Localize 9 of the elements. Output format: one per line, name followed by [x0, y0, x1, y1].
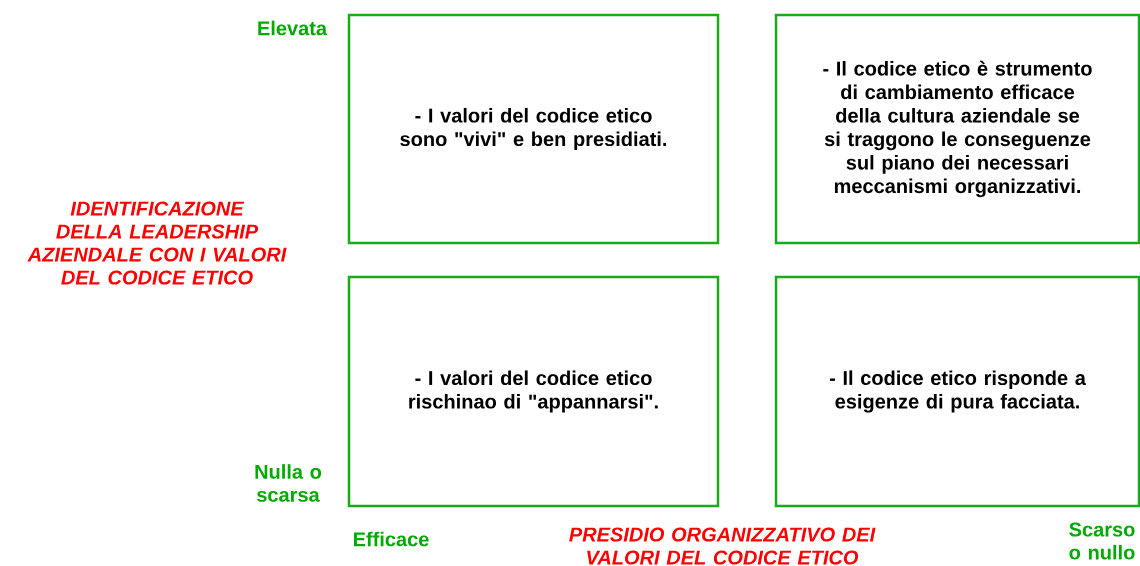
axis-title: PRESIDIO ORGANIZZATIVO DEI VALORI DEL CODICE ETICO	[569, 527, 876, 565]
text-box: - Il codice etico risponde a esigenze di pura facciata.	[774, 275, 1140, 508]
text-box: - Il codice etico è strumento di cambiamento efficace della cultura aziendale se si traggono le conseguenze sul piano dei necessari meccanismi organizzativi.	[774, 13, 1140, 245]
axis-title: IDENTIFICAZIONE DELLA LEADERSHIP AZIENDALE CON I VALORI DEL CODICE ETICO	[27, 201, 287, 285]
axis-label: Efficace	[354, 531, 429, 547]
text-box: - I valori del codice etico rischinao di "appannarsi".	[347, 275, 720, 508]
axis-label: Nulla o scarsa	[255, 464, 322, 502]
axis-label: Elevata	[258, 20, 328, 36]
text-box: - I valori del codice etico sono "vivi" e ben presidiati.	[347, 13, 720, 245]
